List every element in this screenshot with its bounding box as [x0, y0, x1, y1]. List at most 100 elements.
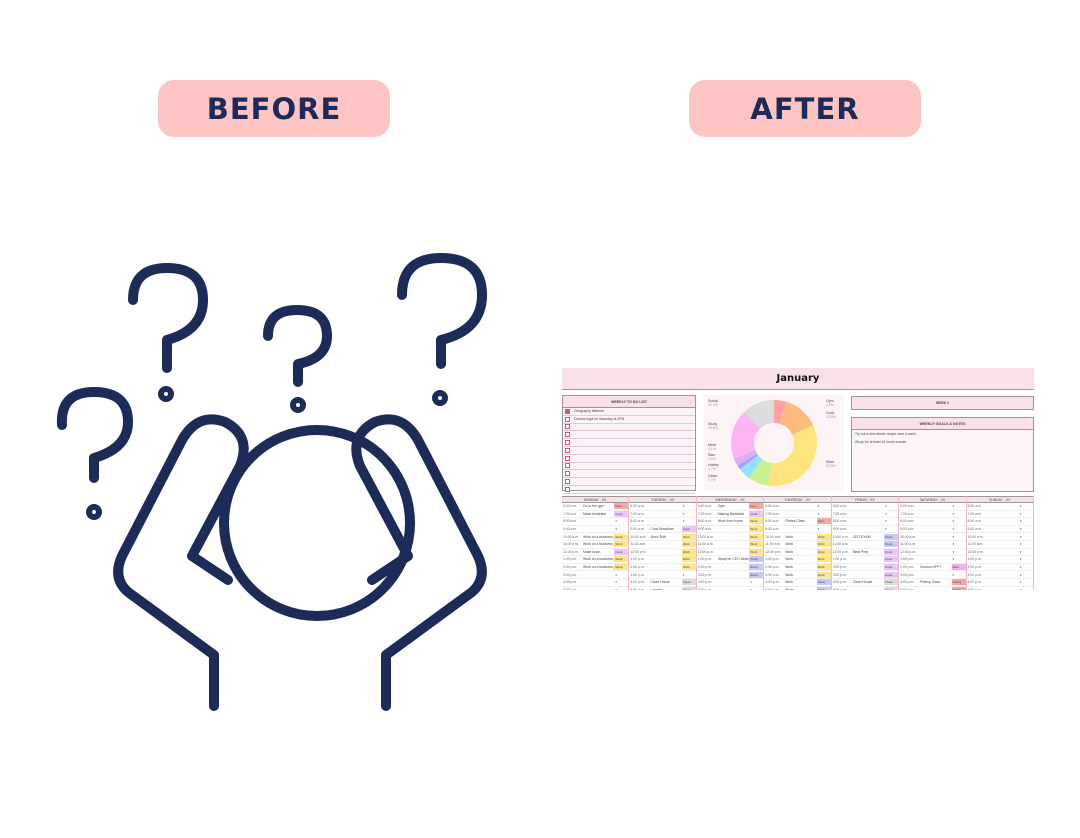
category-dropdown[interactable]: ▾ [615, 580, 617, 585]
checkbox[interactable] [565, 471, 570, 477]
category-dropdown[interactable]: ▾ [1019, 534, 1022, 539]
category-dropdown[interactable]: ▾ [750, 587, 752, 590]
category-dropdown[interactable]: ▾ [885, 511, 887, 516]
event-text[interactable]: Work [785, 549, 794, 554]
category-dropdown[interactable]: ▾ [952, 504, 955, 509]
category-tag[interactable]: Cook [884, 556, 899, 563]
checkbox[interactable] [565, 486, 570, 492]
checkbox[interactable] [565, 440, 570, 446]
category-dropdown[interactable]: ▾ [1019, 504, 1022, 509]
category-tag[interactable]: Gym [749, 503, 764, 510]
event-text[interactable]: Clean House [650, 580, 671, 585]
category-tag[interactable]: Cook [884, 548, 899, 555]
checkbox[interactable] [565, 455, 570, 461]
category-dropdown[interactable]: ▾ [615, 587, 617, 590]
event-text[interactable]: Work [785, 565, 794, 570]
checkbox[interactable] [565, 408, 570, 414]
event-text[interactable]: CEO EXAM [852, 534, 871, 539]
category-tag[interactable]: Work [816, 571, 831, 578]
category-tag[interactable]: Cook [749, 510, 764, 517]
event-text[interactable]: Make lunch [583, 549, 601, 554]
category-tag[interactable]: Cook [681, 526, 696, 533]
event-text[interactable]: Cook Breakfast [650, 527, 674, 532]
category-tag[interactable]: Work [681, 564, 696, 571]
category-dropdown[interactable]: ▾ [817, 504, 820, 509]
category-dropdown[interactable]: ▾ [952, 557, 955, 562]
category-tag[interactable]: Work [749, 548, 764, 555]
category-dropdown[interactable]: ▾ [1019, 587, 1022, 590]
category-tag[interactable]: Work [614, 556, 629, 563]
category-dropdown[interactable]: ▾ [952, 542, 955, 547]
category-dropdown[interactable]: ▾ [682, 519, 685, 524]
category-dropdown[interactable]: ▾ [1019, 519, 1022, 524]
checkbox[interactable] [565, 416, 570, 422]
category-tag[interactable]: Cook [884, 571, 899, 578]
checkbox[interactable] [565, 447, 570, 453]
event-text[interactable]: Make breakfast [583, 511, 607, 516]
event-text[interactable]: Clean House [852, 580, 873, 585]
category-tag[interactable]: Work [749, 533, 764, 540]
category-dropdown[interactable]: ▾ [615, 572, 617, 577]
event-text[interactable]: Doctors APPT [920, 565, 942, 570]
category-tag[interactable]: Study [884, 541, 899, 548]
event-text[interactable]: Pottery Class [920, 580, 941, 585]
event-text[interactable]: Work [785, 534, 794, 539]
category-tag[interactable]: Clean [681, 579, 696, 586]
category-tag[interactable]: Work [681, 533, 696, 540]
category-tag[interactable]: Work [749, 518, 764, 525]
event-text[interactable]: Meal Prep [852, 549, 869, 554]
category-tag[interactable]: Work [749, 526, 764, 533]
category-tag[interactable]: Work [816, 548, 831, 555]
category-dropdown[interactable]: ▾ [1019, 511, 1022, 516]
event-text[interactable]: Laundry [650, 587, 663, 590]
category-tag[interactable]: Work [681, 541, 696, 548]
category-tag[interactable]: Cook [614, 510, 629, 517]
category-tag[interactable]: Work [816, 564, 831, 571]
event-text[interactable]: Work [785, 557, 794, 562]
category-dropdown[interactable]: ▾ [1019, 527, 1022, 532]
event-text[interactable]: Work Shift [650, 534, 666, 539]
category-tag[interactable]: Study [749, 564, 764, 571]
category-tag[interactable]: Work [614, 541, 629, 548]
category-tag[interactable]: Study [816, 586, 831, 590]
checkbox[interactable] [565, 424, 570, 430]
category-dropdown[interactable]: ▾ [952, 527, 955, 532]
category-tag[interactable]: Work [749, 541, 764, 548]
category-tag[interactable]: Hobby [951, 586, 966, 590]
category-dropdown[interactable]: ▾ [1019, 542, 1022, 547]
event-text[interactable]: Pilates Class [785, 519, 805, 524]
category-tag[interactable]: Cook [884, 564, 899, 571]
category-tag[interactable]: Work [681, 548, 696, 555]
category-tag[interactable]: Study [749, 556, 764, 563]
event-text[interactable]: Gym [717, 504, 726, 509]
category-tag[interactable]: Gym [614, 503, 629, 510]
event-text[interactable]: Work on a business project [583, 534, 614, 539]
category-dropdown[interactable]: ▾ [817, 511, 820, 516]
category-tag[interactable]: Clean [884, 579, 899, 586]
event-text[interactable]: Work [785, 580, 794, 585]
checkbox[interactable] [565, 463, 570, 469]
category-dropdown[interactable]: ▾ [952, 549, 955, 554]
category-dropdown[interactable]: ▾ [817, 527, 820, 532]
category-dropdown[interactable]: ▾ [1019, 549, 1022, 554]
event-text[interactable]: Work on a business project [583, 557, 614, 562]
category-dropdown[interactable]: ▾ [1019, 557, 1022, 562]
event-text[interactable]: Work [785, 572, 794, 577]
category-tag[interactable]: Work [816, 533, 831, 540]
category-tag[interactable]: Study [749, 571, 764, 578]
event-text[interactable]: Study for CEO Midterm [717, 557, 749, 562]
category-tag[interactable]: Work [816, 556, 831, 563]
category-dropdown[interactable]: ▾ [885, 504, 887, 509]
event-text[interactable]: Work on a business project [583, 542, 614, 547]
event-text[interactable]: Go to the gym [583, 504, 605, 509]
category-dropdown[interactable]: ▾ [682, 504, 685, 509]
category-dropdown[interactable]: ▾ [682, 572, 685, 577]
category-dropdown[interactable]: ▾ [885, 519, 887, 524]
category-dropdown[interactable]: ▾ [1019, 572, 1022, 577]
category-tag[interactable]: Gym [816, 518, 831, 525]
category-dropdown[interactable]: ▾ [952, 511, 955, 516]
category-dropdown[interactable]: ▾ [750, 580, 752, 585]
category-tag[interactable]: Cook [614, 548, 629, 555]
category-tag[interactable]: Clean [681, 586, 696, 590]
category-tag[interactable]: Clean [884, 586, 899, 590]
